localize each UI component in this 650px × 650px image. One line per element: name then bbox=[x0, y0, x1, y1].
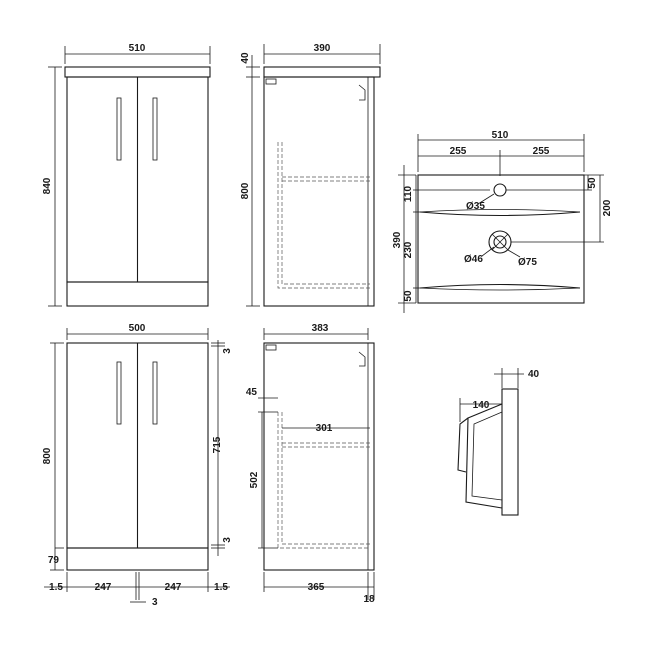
basin-section-view: 40 140 bbox=[457, 368, 540, 516]
side-view-with-top: 390 40 800 bbox=[240, 43, 381, 307]
dim-body-depth-365: 365 bbox=[308, 582, 325, 593]
dim-half-right-255: 255 bbox=[533, 146, 550, 157]
dim-bottom-gap-3: 3 bbox=[222, 537, 233, 543]
dim-bowl-140: 140 bbox=[473, 400, 490, 411]
dim-top-gap-3: 3 bbox=[222, 348, 233, 354]
dim-front-height-800: 800 bbox=[42, 447, 53, 464]
dim-door-left-247: 247 bbox=[95, 582, 112, 593]
dim-plinth-79: 79 bbox=[48, 555, 60, 566]
dim-tap-offset-110: 110 bbox=[403, 185, 414, 202]
dim-basin-width-510: 510 bbox=[492, 130, 509, 141]
dim-shelf-inset-45: 45 bbox=[246, 387, 258, 398]
dim-width-510: 510 bbox=[129, 43, 146, 54]
dim-interior-502: 502 bbox=[249, 471, 260, 488]
basin-plan-view: 510 255 255 390 110 230 50 50 200 Ø35 Ø4… bbox=[392, 130, 613, 313]
dim-top-offset-50: 50 bbox=[587, 177, 598, 189]
dim-half-left-255: 255 bbox=[450, 146, 467, 157]
dim-height-800: 800 bbox=[240, 182, 251, 199]
dim-door-right-247: 247 bbox=[165, 582, 182, 593]
dim-basin-depth-390: 390 bbox=[392, 231, 403, 248]
label-outer-dia-75: Ø75 bbox=[518, 257, 537, 268]
dim-side-depth-383: 383 bbox=[312, 323, 329, 334]
label-waste-dia-46: Ø46 bbox=[464, 254, 483, 265]
dim-mid-230: 230 bbox=[403, 241, 414, 258]
dim-shelf-depth-301: 301 bbox=[316, 423, 333, 434]
dim-drain-200: 200 bbox=[602, 199, 613, 216]
front-view: 500 800 79 3 715 3 1.5 247 247 1.5 3 bbox=[42, 323, 233, 608]
dim-side-right-1-5: 1.5 bbox=[214, 582, 228, 593]
dim-side-left-1-5: 1.5 bbox=[49, 582, 63, 593]
dim-bottom-50: 50 bbox=[403, 290, 414, 302]
dim-door-715: 715 bbox=[212, 436, 223, 453]
dim-depth-390: 390 bbox=[314, 43, 331, 54]
dim-rim-40: 40 bbox=[528, 369, 540, 380]
label-tap-dia-35: Ø35 bbox=[466, 201, 485, 212]
dim-top-40: 40 bbox=[240, 52, 251, 64]
dim-center-gap-3: 3 bbox=[152, 597, 158, 608]
side-view: 383 45 301 502 365 18 bbox=[246, 323, 375, 605]
front-view-with-top: 510 840 bbox=[42, 43, 211, 307]
dim-height-840: 840 bbox=[42, 177, 53, 194]
dim-door-thickness-18: 18 bbox=[363, 594, 375, 605]
dim-front-width-500: 500 bbox=[129, 323, 146, 334]
